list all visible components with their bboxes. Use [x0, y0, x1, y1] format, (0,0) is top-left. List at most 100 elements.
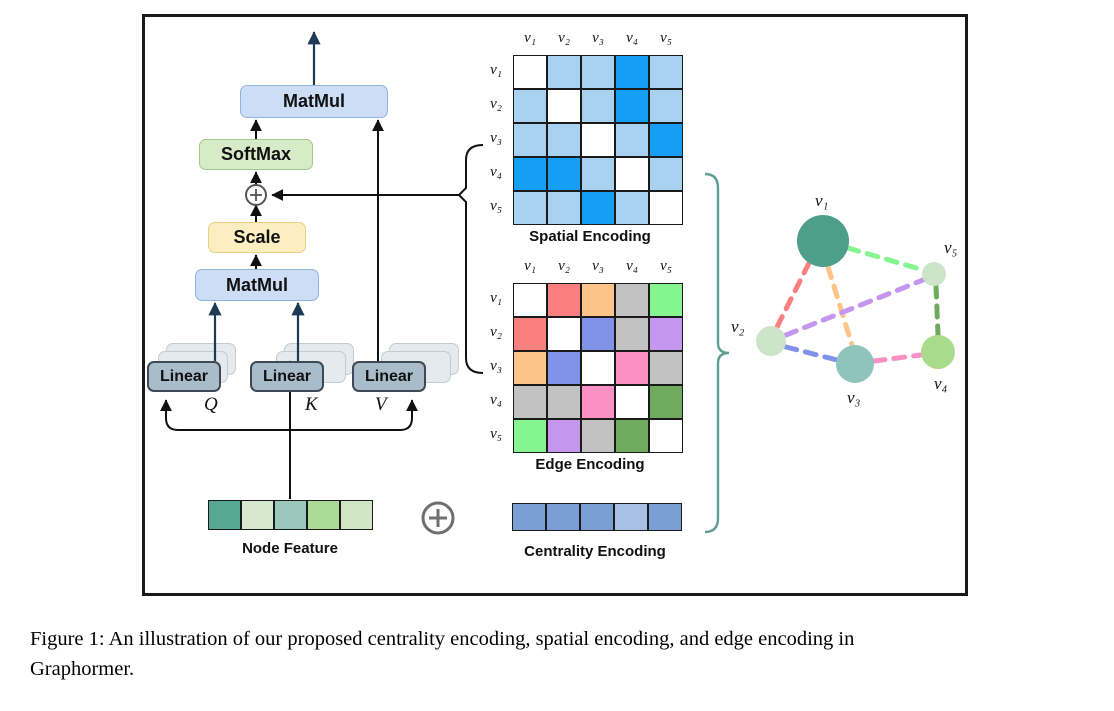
spatial-cell — [547, 89, 581, 123]
spatial-encoding-title: Spatial Encoding — [529, 228, 651, 245]
spatial-col-label: v₄ — [626, 30, 638, 46]
figure-caption: Figure 1: An illustration of our propose… — [30, 628, 855, 680]
spatial-cell — [547, 55, 581, 89]
spatial-cell — [615, 123, 649, 157]
spatial-cell — [547, 191, 581, 225]
edge-cell — [547, 419, 581, 453]
spatial-cell — [513, 123, 547, 157]
spatial-cell — [513, 89, 547, 123]
spatial-row-label: v₅ — [490, 198, 502, 214]
edge-col-label: v₅ — [660, 258, 672, 274]
spatial-cell — [581, 123, 615, 157]
edge-col-label: v₂ — [558, 258, 570, 274]
spatial-row-label: v₁ — [490, 62, 502, 78]
edge-row-label: v₁ — [490, 290, 502, 306]
spatial-col-label: v₂ — [558, 30, 570, 46]
node-feature-cell — [307, 500, 340, 530]
block-linear-v: Linear — [352, 361, 426, 392]
block-matmul-top: MatMul — [240, 85, 388, 118]
edge-cell — [615, 317, 649, 351]
graph-node-v2 — [756, 326, 786, 356]
spatial-cell — [581, 157, 615, 191]
spatial-cell — [513, 191, 547, 225]
spatial-row-label: v₄ — [490, 164, 502, 180]
edge-cell — [649, 385, 683, 419]
edge-cell — [513, 385, 547, 419]
graph-node-v4 — [921, 335, 955, 369]
node-feature-title: Node Feature — [242, 540, 338, 557]
spatial-cell — [581, 191, 615, 225]
edge-encoding-title: Edge Encoding — [535, 456, 645, 473]
block-softmax: SoftMax — [199, 139, 313, 170]
centrality-cell — [512, 503, 546, 531]
edge-row-label: v₃ — [490, 358, 502, 374]
spatial-cell — [513, 157, 547, 191]
edge-cell — [547, 317, 581, 351]
edge-cell — [615, 385, 649, 419]
edge-row-label: v₄ — [490, 392, 502, 408]
spatial-col-label: v₃ — [592, 30, 604, 46]
graph-node-label-v2: v₂ — [731, 317, 745, 336]
edge-col-label: v₁ — [524, 258, 536, 274]
spatial-cell — [649, 191, 683, 225]
graph-node-v1 — [797, 215, 849, 267]
edge-cell — [581, 283, 615, 317]
graph-node-v3 — [836, 345, 874, 383]
spatial-cell — [649, 55, 683, 89]
edge-cell — [513, 419, 547, 453]
spatial-cell — [615, 191, 649, 225]
spatial-cell — [615, 55, 649, 89]
edge-cell — [649, 419, 683, 453]
edge-cell — [547, 385, 581, 419]
block-matmul-bottom: MatMul — [195, 269, 319, 301]
edge-cell — [649, 283, 683, 317]
edge-cell — [513, 283, 547, 317]
spatial-col-label: v₁ — [524, 30, 536, 46]
graph-node-label-v3: v₃ — [847, 388, 861, 407]
edge-cell — [547, 351, 581, 385]
node-feature-cell — [241, 500, 274, 530]
spatial-cell — [615, 89, 649, 123]
node-feature-cell — [208, 500, 241, 530]
spatial-cell — [615, 157, 649, 191]
label-v: V — [375, 394, 387, 415]
centrality-cell — [580, 503, 614, 531]
edge-cell — [513, 351, 547, 385]
edge-cell — [649, 351, 683, 385]
graph-node-label-v1: v₁ — [815, 191, 829, 210]
spatial-cell — [547, 123, 581, 157]
edge-cell — [615, 283, 649, 317]
centrality-encoding-title: Centrality Encoding — [524, 543, 666, 560]
label-k: K — [305, 394, 318, 415]
block-linear-k: Linear — [250, 361, 324, 392]
block-linear-q: Linear — [147, 361, 221, 392]
spatial-cell — [513, 55, 547, 89]
block-scale: Scale — [208, 222, 306, 253]
graph-node-label-v4: v₄ — [934, 374, 948, 393]
spatial-col-label: v₅ — [660, 30, 672, 46]
label-q: Q — [204, 394, 218, 415]
node-feature-cell — [340, 500, 373, 530]
edge-cell — [547, 283, 581, 317]
edge-row-label: v₂ — [490, 324, 502, 340]
edge-cell — [615, 351, 649, 385]
spatial-row-label: v₂ — [490, 96, 502, 112]
graph-node-v5 — [922, 262, 946, 286]
edge-col-label: v₄ — [626, 258, 638, 274]
spatial-cell — [649, 89, 683, 123]
centrality-cell — [614, 503, 648, 531]
spatial-cell — [581, 89, 615, 123]
centrality-cell — [546, 503, 580, 531]
edge-col-label: v₃ — [592, 258, 604, 274]
graph-node-label-v5: v₅ — [944, 238, 958, 257]
edge-cell — [581, 385, 615, 419]
node-feature-cell — [274, 500, 307, 530]
edge-cell — [513, 317, 547, 351]
centrality-cell — [648, 503, 682, 531]
edge-row-label: v₅ — [490, 426, 502, 442]
spatial-cell — [547, 157, 581, 191]
spatial-cell — [649, 123, 683, 157]
spatial-row-label: v₃ — [490, 130, 502, 146]
edge-cell — [581, 351, 615, 385]
